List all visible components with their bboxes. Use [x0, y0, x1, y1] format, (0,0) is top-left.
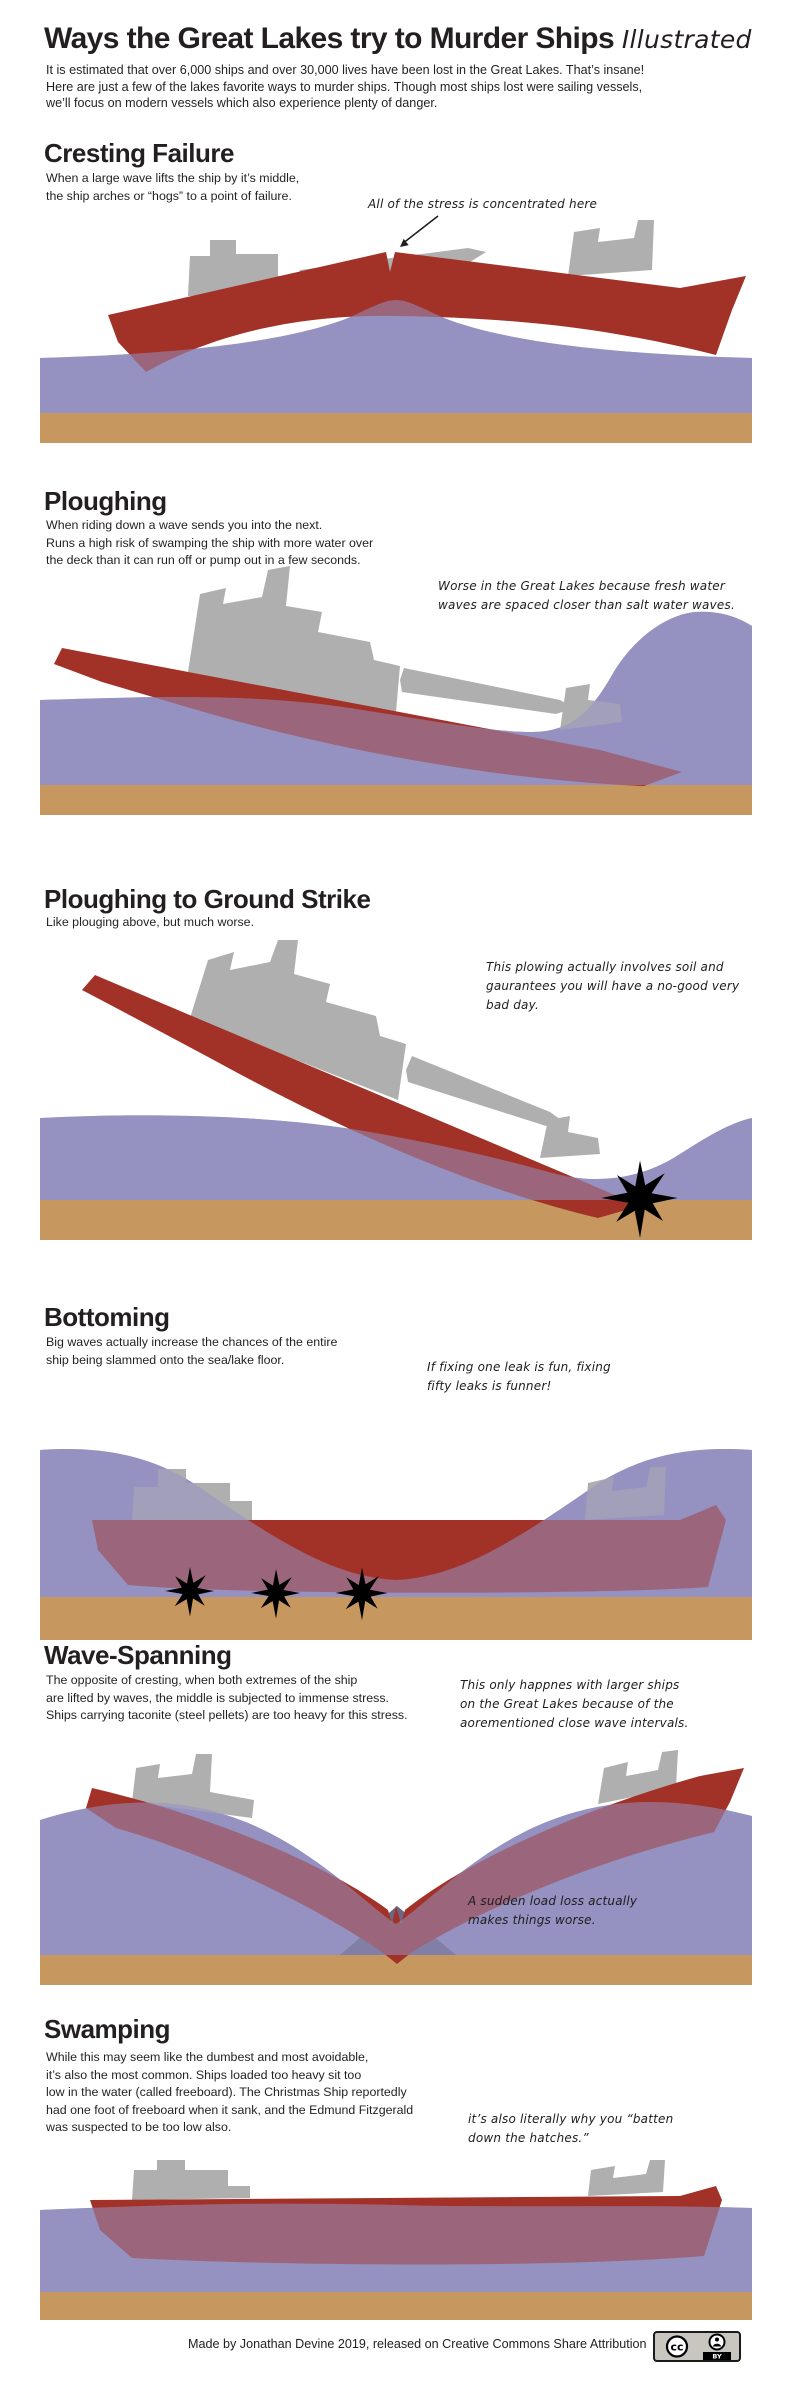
lake-floor	[40, 413, 752, 443]
page-title-suffix: Illustrated	[621, 25, 752, 54]
by-strip	[703, 2352, 731, 2360]
person-icon	[708, 2333, 726, 2351]
ship-superstructure-bow	[540, 1116, 600, 1158]
annotation-load-loss: A sudden load loss actually makes things…	[468, 1894, 638, 1928]
water-overlay	[40, 1115, 752, 1200]
section-heading-ploughing: Ploughing	[44, 486, 167, 516]
section-heading-bottoming: Bottoming	[44, 1302, 170, 1332]
ship-superstructure-bow	[568, 220, 654, 276]
section-heading-swamping: Swamping	[44, 2014, 171, 2044]
footer-credit: Made by Jonathan Devine 2019, released o…	[188, 2337, 647, 2351]
section-desc-ploughing: When riding down a wave sends you into t…	[46, 518, 374, 568]
water-overlay	[40, 611, 752, 785]
annotation-plowing-soil: This plowing actually involves soil and …	[486, 960, 740, 1013]
ship-superstructure-aft	[132, 1754, 254, 1818]
lake-floor	[40, 1597, 752, 1640]
ship-crane	[400, 668, 574, 714]
water-overlay	[40, 2203, 752, 2292]
section-desc-wave-spanning: The opposite of cresting, when both extr…	[46, 1673, 408, 1723]
section-desc-swamping: While this may seem like the dumbest and…	[46, 2050, 414, 2135]
section-heading-wave-spanning: Wave-Spanning	[44, 1640, 232, 1670]
annotation-larger-ships: This only happnes with larger ships on t…	[460, 1678, 689, 1731]
section-desc-cresting-failure: When a large wave lifts the ship by it’s…	[46, 171, 300, 203]
water-overlay	[40, 1449, 752, 1597]
page-title-main: Ways the Great Lakes try to Murder Ships	[44, 22, 615, 55]
person-icon-body	[713, 2343, 721, 2347]
person-icon-head	[715, 2337, 719, 2342]
section-heading-ground-strike: Ploughing to Ground Strike	[44, 884, 371, 914]
water-overlay	[40, 300, 752, 413]
ground-strike-illustration	[40, 940, 752, 1240]
intro-text: It is estimated that over 6,000 ships an…	[46, 63, 645, 111]
lake-floor	[40, 785, 752, 815]
swamping-illustration	[40, 2160, 752, 2320]
cc-icon-label: cc	[670, 2341, 683, 2354]
section-desc-bottoming: Big waves actually increase the chances …	[46, 1335, 338, 1367]
bottoming-illustration	[40, 1449, 752, 1640]
section-heading-cresting-failure: Cresting Failure	[44, 138, 234, 168]
ploughing-illustration	[40, 566, 752, 815]
ship-superstructure-aft	[190, 940, 406, 1100]
by-strip-label: BY	[712, 2353, 722, 2361]
page-title: Ways the Great Lakes try to Murder Ships…	[44, 22, 752, 56]
ship-hull	[82, 975, 640, 1218]
annotation-fifty-leaks: If fixing one leak is fun, fixing fifty …	[427, 1360, 611, 1394]
annotation-arrowhead	[400, 238, 409, 247]
annotation-batten-hatches: it’s also literally why you “batten down…	[468, 2112, 674, 2146]
cc-by-license-badge: cc BY	[653, 2331, 741, 2362]
annotation-stress-concentration: All of the stress is concentrated here	[368, 197, 598, 211]
lake-floor	[40, 2292, 752, 2320]
cc-icon	[665, 2335, 689, 2358]
ship-superstructure-bow	[588, 2160, 665, 2196]
ship-crane	[406, 1056, 564, 1126]
cresting-failure-illustration	[40, 215, 752, 443]
ship-superstructure-aft	[132, 2160, 250, 2200]
section-desc-ground-strike: Like plouging above, but much worse.	[46, 915, 255, 929]
water-overlay	[40, 1802, 752, 1955]
annotation-fresh-water-waves: Worse in the Great Lakes because fresh w…	[438, 579, 735, 613]
ship-superstructure-aft	[188, 566, 400, 712]
annotation-arrow	[401, 215, 439, 245]
wave-spanning-illustration	[40, 1750, 752, 1985]
